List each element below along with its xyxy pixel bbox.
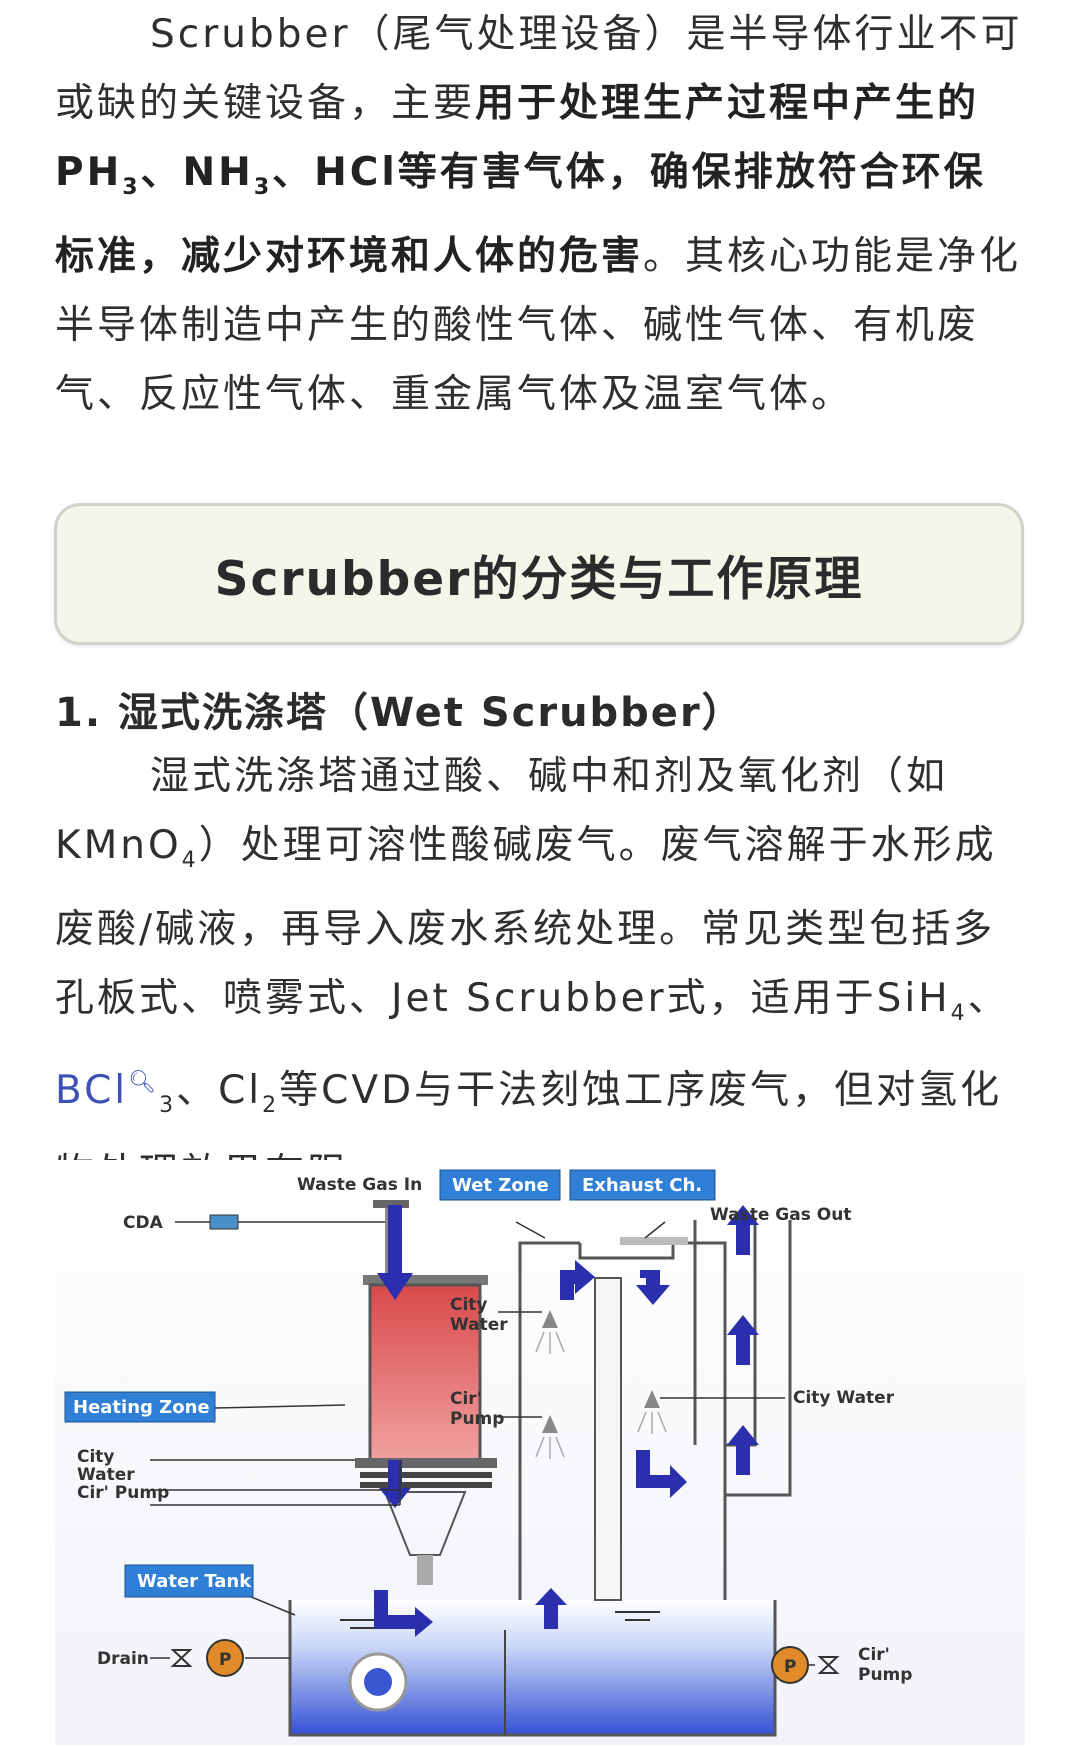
exhaust-ch-label: Exhaust Ch. [582,1175,702,1196]
heater-top-plate [363,1275,488,1285]
flow-arrow-in-head [377,1273,413,1300]
water-tank-label: Water Tank [137,1571,252,1592]
left-water-label: Water [77,1465,135,1485]
heater-plate-2 [360,1472,492,1478]
cir-pump [771,1646,809,1684]
intro-bold-text: 用于处理生产过程中产生的PH3、NH3、HCl等有害气体，确保排放符合环保标准，… [55,81,986,279]
cir-valve [817,1656,840,1674]
city-water-label-2: Water [450,1315,508,1335]
exhaust-ch-box [569,1169,716,1201]
cir-pump-br-label-1: Cir' [858,1645,890,1665]
intro-text-b: 。其核心功能是净化半导体制造中产生的酸性气体、碱性气体、有机废气、反应性气体、重… [55,233,1022,417]
heater-bottom-plate [355,1458,497,1468]
waste-gas-in-label: Waste Gas In [297,1175,422,1195]
left-cir-pump-label: Cir' Pump [77,1483,169,1503]
bcl-link[interactable]: BCl [55,1067,129,1113]
search-magnifier-icon[interactable]: 🔍︎ [128,1069,160,1095]
section-heading-wet-scrubber: 1. 湿式洗涤塔（Wet Scrubber） [55,690,744,736]
flow-arrow-tank-up [535,1588,567,1629]
cir-pump-br-label-2: Pump [858,1665,912,1685]
heating-zone-box [64,1391,216,1423]
intro-text-a: Scrubber（尾气处理设备）是半导体行业不可或缺的关键设备，主要 [55,12,1023,126]
wet-zone-box [439,1169,561,1201]
cir-pump-label-2: Pump [450,1409,504,1429]
drain-valve [170,1649,193,1667]
drain-pump [206,1639,244,1677]
cda-label: CDA [123,1213,164,1233]
left-city-label: City [77,1447,115,1467]
flow-arrow-turn-down [636,1270,670,1305]
exhaust-outer-wall [723,1220,792,1497]
cir-pump-label-1: Cir' [450,1389,482,1409]
inlet-flange [373,1200,409,1208]
wheel-hub [364,1668,392,1696]
spray-lines [535,1331,667,1459]
waste-gas-out-label: Waste Gas Out [710,1205,851,1225]
heating-zone-label: Heating Zone [73,1397,210,1418]
funnel-neck [417,1555,433,1585]
exhaust-cap [620,1237,688,1245]
heating-chamber [368,1283,482,1462]
pointer-lines [150,1221,815,1666]
drain-label: Drain [97,1649,149,1669]
wet-scrubber-diagram: P P Wet Zone Exhaust Ch. Heating Zone Wa… [55,1160,1025,1745]
cda-valve [209,1214,239,1230]
wet-scrubber-paragraph: 湿式洗涤塔通过酸、碱中和剂及氧化剂（如KMnO4）处理可溶性酸碱废气。废气溶解于… [55,754,1010,1196]
water-tank-box [124,1564,254,1598]
flow-arrow-down-2-head [379,1488,411,1508]
banner-title: Scrubber的分类与工作原理 [214,551,864,607]
tower-top-channel [578,1243,675,1260]
flow-arrow-out-3 [727,1425,759,1475]
intro-paragraph: Scrubber（尾气处理设备）是半导体行业不可或缺的关键设备，主要用于处理生产… [55,0,1025,429]
funnel [383,1491,467,1556]
spray-nozzle-3 [644,1390,660,1408]
cir-pump-p-label: P [784,1657,796,1677]
flow-arrow-bottom-right [636,1450,687,1498]
flow-arrow-out-2 [727,1315,759,1365]
spray-nozzle-2 [542,1415,558,1433]
tower-baffle [594,1277,622,1601]
city-water-right-label: City Water [793,1388,895,1408]
flow-arrow-tank-right [374,1590,433,1637]
flow-arrow-in [388,1205,402,1275]
wet-zone-label: Wet Zone [452,1175,549,1196]
drain-pump-label: P [219,1650,231,1670]
flow-arrow-out-1 [727,1205,759,1255]
section-banner: Scrubber的分类与工作原理 [54,503,1024,645]
heater-plate-3 [360,1482,492,1488]
flow-arrow-turn-right [560,1260,595,1300]
city-water-label-1: City [450,1295,488,1315]
spray-nozzle-1 [542,1310,558,1328]
flow-arrow-down-2 [388,1460,402,1490]
